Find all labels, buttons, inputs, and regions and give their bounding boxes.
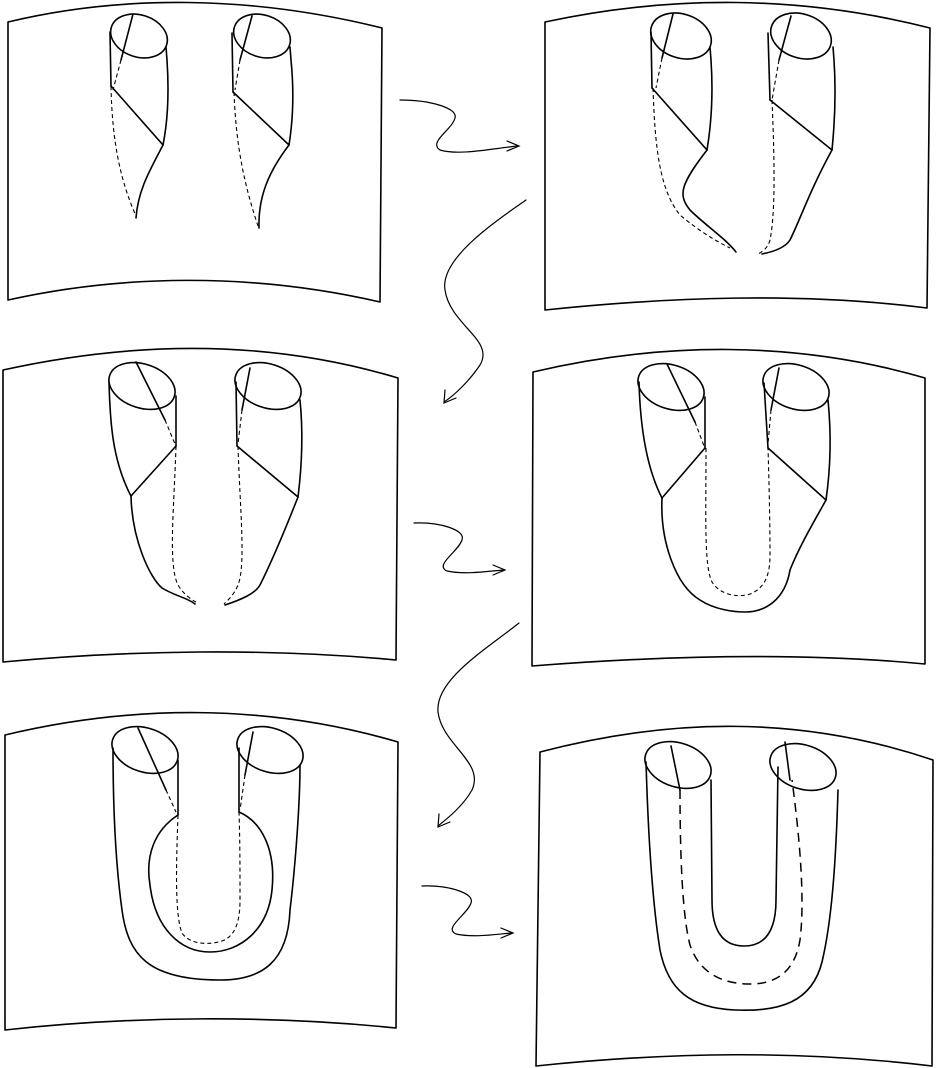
slit-line [671, 746, 680, 790]
tube-rim-left [106, 719, 184, 782]
squiggle-arrow-4 [438, 623, 519, 826]
slit-line-hidden [772, 60, 779, 100]
tube-rim-left [639, 734, 717, 797]
u-tube-inner [711, 767, 778, 946]
fold-edge [111, 86, 163, 145]
arrow-3 [414, 523, 505, 575]
tube-rim-right [231, 719, 309, 782]
tube-rim-right [764, 736, 842, 799]
slit-line [245, 732, 253, 775]
fold-edge [237, 446, 298, 497]
slit-line-hidden [235, 60, 240, 90]
tube-wall [236, 382, 237, 446]
arrow-1 [400, 100, 519, 152]
slit-line [242, 368, 250, 410]
sheet-outline [3, 348, 398, 662]
squiggle-arrow-3 [414, 523, 504, 573]
squiggle-arrow-2 [444, 200, 526, 402]
sheet-outline [545, 2, 930, 310]
slit-line-hidden [768, 410, 771, 444]
panel-5 [5, 713, 398, 1030]
slit-line [662, 14, 673, 58]
slit-line-hidden [165, 420, 175, 444]
slit-line [771, 368, 779, 410]
fold-edge [233, 92, 289, 145]
tube-wall [683, 47, 736, 252]
slit-line-hidden [240, 775, 245, 810]
inner-boundary [149, 812, 273, 952]
fold-edge [131, 446, 176, 496]
sheet-outline [536, 726, 933, 1066]
squiggle-arrow-5 [422, 886, 512, 936]
tube-wall [131, 496, 195, 604]
u-tube-outer [646, 762, 838, 1010]
tube-wall [768, 33, 770, 100]
hidden-edge [224, 446, 242, 604]
panel-6 [536, 726, 933, 1066]
squiggle-arrow-1 [400, 100, 518, 152]
tube-wall [259, 47, 293, 228]
arrow-2 [444, 200, 526, 403]
u-tube-hidden-core [680, 780, 802, 984]
tube-rim-left [103, 355, 181, 418]
tube-wall [639, 382, 662, 498]
tube-rim-left [105, 7, 173, 65]
arrow-4 [438, 623, 519, 827]
panel-4 [532, 349, 925, 666]
hidden-edge [111, 86, 136, 216]
tube-wall [826, 400, 830, 500]
arrow-5 [422, 886, 513, 938]
tube-rim-right [229, 355, 307, 418]
sheet-outline [532, 349, 925, 666]
slit-line-hidden [695, 422, 704, 446]
slit-line-hidden [166, 790, 176, 812]
tube-wall [232, 33, 233, 92]
hidden-edge [653, 88, 730, 248]
hidden-edge [172, 446, 196, 602]
tube-rim-left [632, 356, 710, 419]
hidden-edge [706, 448, 770, 596]
slit-line-hidden [656, 58, 662, 88]
fold-edge [770, 100, 832, 150]
slit-line-hidden [113, 60, 121, 90]
tube-wall [651, 32, 652, 88]
fold-edge [768, 448, 826, 500]
tube-wall [298, 400, 302, 497]
tube-rim-right [765, 5, 838, 66]
tube-wall [110, 32, 111, 86]
fold-edge [662, 448, 705, 498]
fold-edge [652, 88, 707, 150]
hidden-edge [758, 100, 774, 254]
sheet-outline [8, 2, 382, 302]
tube-rim-left [645, 5, 718, 66]
slit-line [785, 742, 790, 780]
hidden-edge [177, 812, 240, 943]
tube-rim-right [757, 356, 835, 419]
panel-2 [545, 2, 930, 310]
sheet-outline [5, 713, 398, 1030]
slit-line [138, 728, 166, 790]
tube-wall [762, 47, 835, 254]
panel-3 [3, 348, 398, 662]
tube-rim-right [228, 7, 296, 65]
panel-1 [8, 2, 382, 302]
slit-line-hidden [238, 410, 242, 444]
